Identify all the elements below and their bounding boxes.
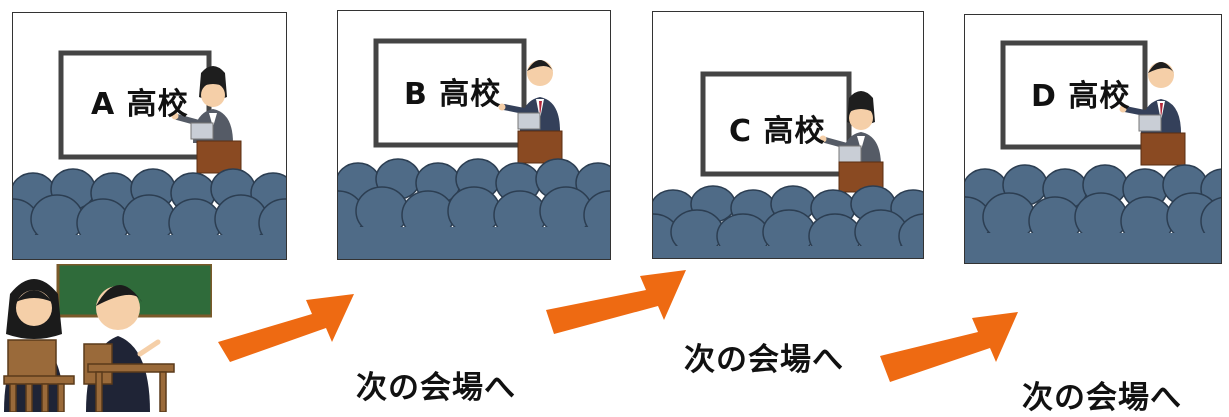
presenter-icon: [819, 91, 881, 166]
panel-c: C 高校: [652, 11, 924, 259]
arrow-shape: [546, 270, 686, 334]
student-desks: [3, 339, 175, 412]
panel-d: D 高校: [964, 14, 1222, 264]
school-label-c: C 高校: [729, 114, 826, 149]
orange-arrow-icon: [218, 294, 354, 362]
podium: [196, 140, 242, 174]
audience-crowd: [338, 158, 610, 259]
panel-a: A 高校: [12, 12, 287, 260]
whiteboard: [58, 50, 212, 160]
audience-crowd: [653, 185, 923, 258]
audience-crowd: [13, 168, 286, 259]
podium: [517, 130, 563, 164]
next-venue-label-3: 次の会場へ: [1022, 380, 1182, 416]
presentation-scene-c: [653, 71, 923, 258]
arrow-shape: [218, 294, 354, 362]
school-label-d: D 高校: [1031, 79, 1131, 114]
whiteboard: [700, 71, 852, 177]
orange-arrow-icon: [546, 270, 686, 334]
presenter-icon: [1119, 62, 1181, 133]
presentation-scene-b: [338, 38, 610, 259]
orange-arrow-icon: [880, 312, 1018, 382]
panel-b: B 高校: [337, 10, 611, 260]
next-venue-label-1: 次の会場へ: [356, 370, 516, 406]
next-venue-label-2: 次の会場へ: [684, 342, 844, 378]
school-label-a: A 高校: [91, 87, 189, 122]
whiteboard: [1000, 40, 1148, 150]
whiteboard: [373, 38, 527, 148]
presentation-scene-d: [965, 40, 1221, 263]
arrow-shape: [880, 312, 1018, 382]
presentation-scene-a: [13, 50, 286, 259]
presenter-icon: [171, 66, 233, 143]
presenter-icon: [498, 60, 560, 131]
students-at-desks-icon: [3, 264, 212, 412]
audience-crowd: [965, 164, 1221, 263]
podium: [1140, 132, 1186, 166]
school-label-b: B 高校: [404, 77, 502, 112]
